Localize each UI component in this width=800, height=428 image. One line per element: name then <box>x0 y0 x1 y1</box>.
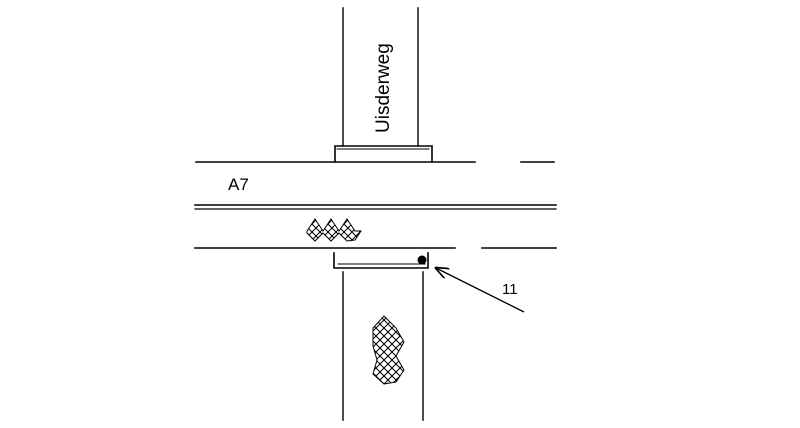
location-marker-dot <box>417 255 427 265</box>
upper-road-bridge-abutment <box>334 145 433 163</box>
lower-road-bridge-abutment <box>333 252 429 269</box>
road-label-a7: A7 <box>228 175 249 194</box>
main-road-a7 <box>194 161 557 249</box>
a7-hatched-area <box>306 218 362 242</box>
callout-arrow <box>436 268 525 313</box>
street-label-uisderweg: Uisderweg <box>373 43 394 133</box>
lower-road-hatched-area <box>372 315 405 385</box>
lower-road <box>333 252 429 421</box>
upper-road <box>334 7 433 163</box>
callout-number-label: 11 <box>502 281 518 298</box>
